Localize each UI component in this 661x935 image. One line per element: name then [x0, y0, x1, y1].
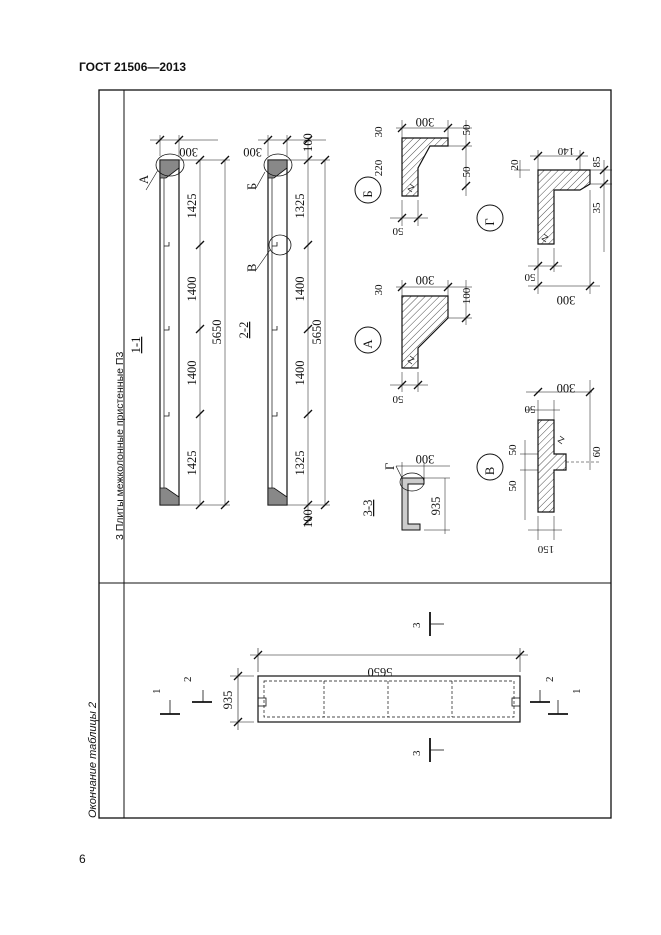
- page-number: 6: [79, 852, 86, 866]
- detail-b-drawing: [390, 120, 472, 226]
- section-2-2-title: 2-2: [237, 322, 251, 339]
- section-1-1-span-2: 1400: [185, 277, 199, 302]
- detail-g-bottom: 50: [524, 271, 536, 283]
- cut-label-2-right: 2: [544, 677, 556, 683]
- section-1-1-span-4: 1425: [185, 451, 199, 476]
- detail-v-a: 50: [524, 403, 536, 415]
- detail-g-height: 35: [591, 202, 603, 214]
- document-header: ГОСТ 21506—2013: [79, 60, 187, 74]
- section-3-3-height: 935: [429, 497, 443, 516]
- section-2-2-span-4: 1325: [293, 451, 307, 476]
- section-1-1-span-3: 1400: [185, 361, 199, 386]
- section-2-2-span-2: 1400: [293, 277, 307, 302]
- section-3-3-drawing: [395, 462, 450, 534]
- circle-g: [476, 204, 504, 232]
- section-2-2-end-left: 100: [301, 133, 315, 152]
- detail-v-drawing: [520, 380, 600, 540]
- section-3-3-width: 300: [416, 452, 435, 466]
- section-1-1-callout: А: [137, 175, 151, 184]
- section-2-2-drawing: [255, 135, 330, 526]
- detail-b-top: 30: [373, 126, 385, 138]
- section-2-2-span-1: 1325: [293, 194, 307, 219]
- plan-width-label: 935: [221, 691, 235, 710]
- detail-a-top: 30: [373, 284, 385, 296]
- table-frame: [98, 89, 612, 819]
- section-2-2-top-dim: 300: [243, 145, 262, 159]
- detail-b-label: Б: [361, 190, 375, 197]
- section-3-3-title: 3-3: [361, 500, 375, 517]
- detail-a-width: 300: [416, 273, 435, 287]
- detail-g-width: 300: [557, 293, 576, 307]
- section-3-3-callout: Г: [383, 463, 397, 470]
- detail-b-width: 300: [416, 115, 435, 129]
- detail-b-right: 50: [461, 124, 473, 136]
- circle-v: [476, 453, 504, 481]
- section-2-2-callout-v: В: [245, 264, 259, 272]
- detail-g-drawing: [514, 150, 612, 294]
- detail-v-b: 50: [507, 444, 519, 456]
- section-1-1-total: 5650: [210, 320, 224, 345]
- detail-v-width: 300: [557, 381, 576, 395]
- plan-view: [160, 612, 568, 762]
- detail-v-bottom: 150: [537, 543, 554, 555]
- section-2-2-span-3: 1400: [293, 361, 307, 386]
- detail-a-drawing: [390, 280, 472, 392]
- detail-b-height-2: 50: [461, 166, 473, 178]
- circle-b: [354, 176, 382, 204]
- detail-a-height: 100: [461, 287, 473, 304]
- section-1-1-top-dim: 300: [179, 145, 198, 159]
- detail-g-label: Г: [483, 218, 497, 225]
- section-2-2-total: 5650: [310, 320, 324, 345]
- detail-g-t: 20: [509, 159, 521, 171]
- section-2-2-end-right: 100: [301, 509, 315, 528]
- cut-label-1-left: 1: [151, 689, 163, 695]
- detail-v-c: 50: [507, 480, 519, 492]
- detail-g-right: 85: [591, 156, 603, 168]
- cut-label-3-top: 3: [411, 622, 423, 628]
- section-2-2-callout-b: Б: [245, 183, 259, 190]
- section-1-1-title: 1-1: [129, 337, 143, 354]
- detail-v-label: В: [483, 467, 497, 475]
- cut-label-1-right: 1: [571, 689, 583, 695]
- section-1-1-drawing: [145, 135, 230, 510]
- detail-b-height: 220: [373, 159, 385, 176]
- plan-length-label: 5650: [368, 665, 393, 679]
- cut-label-2-left: 2: [182, 677, 194, 683]
- detail-g-top: 140: [557, 145, 574, 157]
- section-1-1-span-1: 1425: [185, 194, 199, 219]
- cut-label-3-bottom: 3: [411, 750, 423, 756]
- detail-v-d: 60: [591, 446, 603, 458]
- detail-a-bottom: 50: [392, 393, 404, 405]
- circle-a: [354, 326, 382, 354]
- detail-b-bottom: 50: [392, 225, 404, 237]
- detail-a-label: А: [361, 339, 375, 348]
